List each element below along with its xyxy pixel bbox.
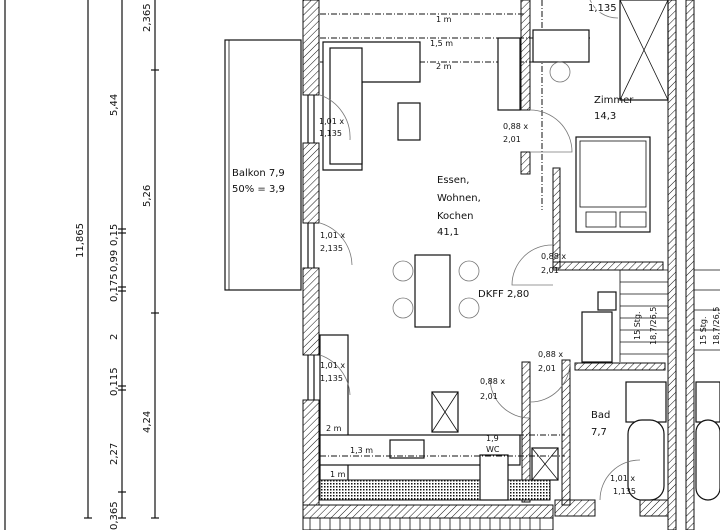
dim-inner-8: 0,365 [109,501,120,530]
window-1-a: 1,01 x [319,117,344,126]
balcony: Balkon 7,9 50% = 3,9 [224,39,302,291]
dim-outer-3: 4,24 [142,411,153,433]
door-4-a: 0,88 x [480,377,505,386]
door-2-b: 2,01 [541,266,559,275]
stair-1-ratio: 18,7/26,5 [649,307,658,345]
window-2-b: 2,135 [320,244,343,253]
zimmer-area: 14,3 [594,111,616,122]
zimmer-label: Zimmer [594,95,634,106]
window-3-b: 1,135 [320,374,343,383]
dim-inner-7: 2,27 [109,443,120,465]
dim-inner-2: 0,15 [109,224,120,246]
dimension-chains: 11,865 2,365 5,26 4,24 5,44 0,15 0,99 0,… [4,0,159,530]
dim-inner-1: 5,44 [109,94,120,116]
bad-area: 7,7 [591,427,607,438]
clearance-1-5m: 1,5 m [430,39,453,48]
dim-inner-3: 0,99 [109,250,120,272]
floor-level: DKFF 2,80 [478,289,529,300]
wc-area: 1,9 [486,434,499,443]
door-1-b: 2,01 [503,135,521,144]
dim-inner-4: 0,175 [109,273,120,302]
living-label-2: Wohnen, [437,193,481,204]
kitchen-clearances: 2 m 1,3 m 1 m [320,423,565,480]
furniture [319,0,720,501]
bad-label: Bad [591,410,610,421]
clearance-1m: 1 m [436,15,452,24]
window-top: 1,135 [588,3,617,14]
room-labels: Essen, Wohnen, Kochen 41,1 Zimmer 14,3 B… [437,95,634,454]
door-2-a: 0,88 x [541,252,566,261]
window-2-a: 1,01 x [320,231,345,240]
window-4-b: 1,135 [613,487,636,496]
stair-2-steps: 15 Stg. [699,316,708,345]
dim-inner-5: 2 [109,334,120,340]
kitchen-clearance-2m: 2 m [326,424,342,433]
kitchen-clearance-1m: 1 m [330,470,346,479]
door-4-b: 2,01 [480,392,498,401]
wc-label: WC [486,445,500,454]
walls [302,0,695,530]
dim-inner-6: 0,115 [109,367,120,396]
window-3-a: 1,01 x [320,361,345,370]
staircase: 15 Stg. 18,7/26,5 15 Stg. 18,7/26,5 [619,269,720,362]
window-1-b: 1,135 [319,129,342,138]
door-3-a: 0,88 x [538,350,563,359]
door-3-b: 2,01 [538,364,556,373]
dim-outer-2: 5,26 [142,185,153,207]
stair-1-steps: 15 Stg. [633,311,642,340]
dim-outer-1: 2,365 [142,3,153,32]
clearance-2m: 2 m [436,62,452,71]
door-1-a: 0,88 x [503,122,528,131]
kitchen-clearance-1-3m: 1,3 m [350,446,373,455]
stair-2-ratio: 18,7/26,5 [712,307,720,345]
window-4-a: 1,01 x [610,474,635,483]
dim-total: 11,865 [75,223,86,258]
living-label-1: Essen, [437,175,469,186]
living-area: 41,1 [437,227,459,238]
opening-labels: 1,01 x 1,135 1,01 x 2,135 1,01 x 1,135 1… [319,2,636,496]
balcony-name: Balkon 7,9 [232,168,285,179]
living-label-3: Kochen [437,211,474,222]
balcony-area: 50% = 3,9 [232,184,285,195]
door-swings [319,0,641,501]
